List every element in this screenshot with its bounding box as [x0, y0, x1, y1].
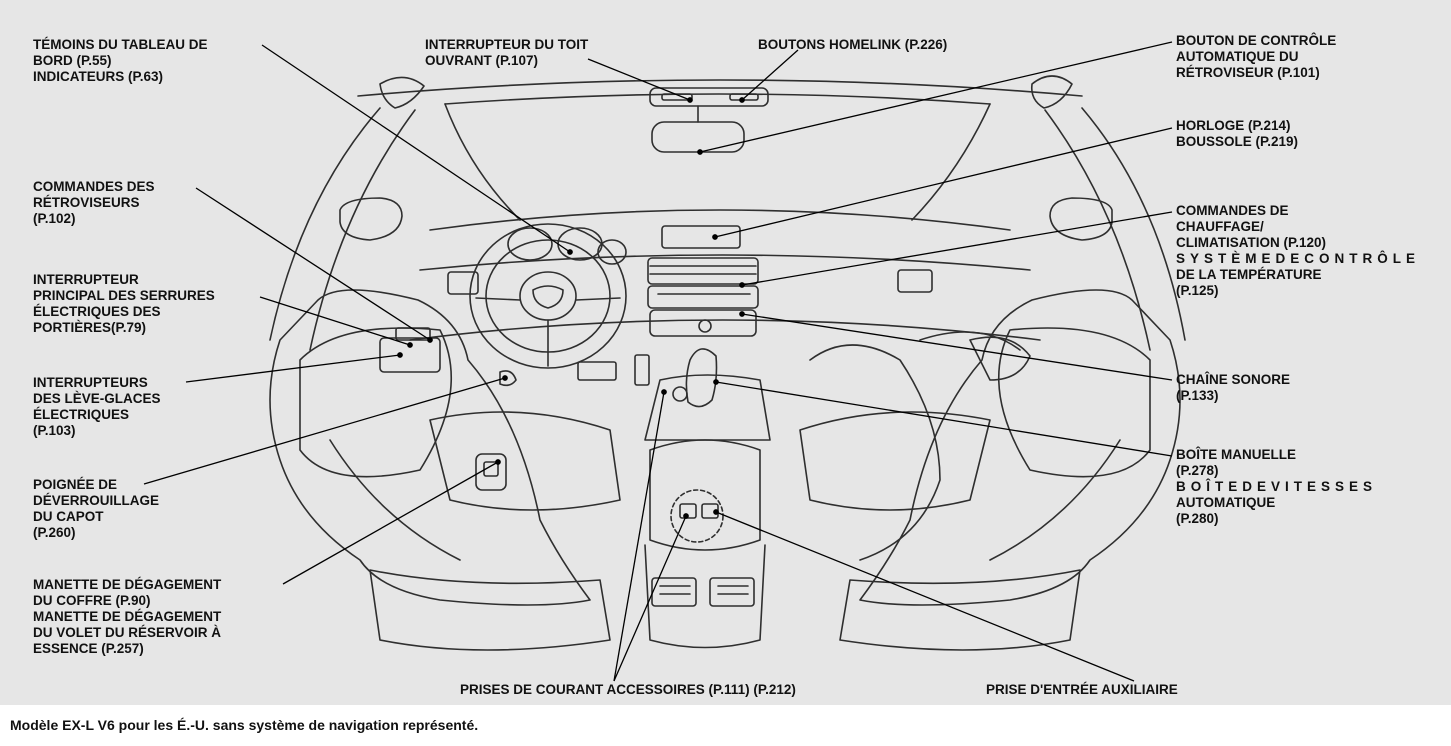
leader-prises-1: [613, 515, 687, 682]
label-prises-courant: PRISES DE COURANT ACCESSOIRES (P.111) (P…: [460, 682, 796, 698]
label-boutons-homelink: BOUTONS HOMELINK (P.226): [758, 37, 947, 53]
label-interrupteur-serrures: INTERRUPTEUR PRINCIPAL DES SERRURES ÉLEC…: [33, 272, 215, 336]
label-line: MANETTE DE DÉGAGEMENT: [33, 609, 222, 624]
label-line: BORD (P.55): [33, 53, 112, 68]
label-line: DE LA TEMPÉRATURE: [1176, 267, 1322, 282]
label-line: BOUTONS HOMELINK (P.226): [758, 37, 948, 52]
leader-coffre: [282, 461, 499, 585]
label-line: CHAÎNE SONORE: [1176, 372, 1291, 387]
label-line: PORTIÈRES(P.79): [33, 320, 147, 335]
leader-toit: [587, 58, 691, 101]
label-line: PRISES DE COURANT ACCESSOIRES (P.111) (P…: [460, 682, 796, 697]
label-line: INTERRUPTEURS: [33, 375, 148, 390]
label-line: TÉMOINS DU TABLEAU DE: [33, 37, 208, 52]
label-line: POIGNÉE DE: [33, 477, 118, 492]
label-line: INDICATEURS (P.63): [33, 69, 164, 84]
label-line: PRISE D'ENTRÉE AUXILIAIRE: [986, 682, 1178, 697]
label-line: INTERRUPTEUR: [33, 272, 139, 287]
label-line: AUTOMATIQUE DU: [1176, 49, 1299, 64]
leader-commandes-retro: [195, 187, 431, 341]
leader-aux: [715, 511, 1135, 682]
label-line: DU VOLET DU RÉSERVOIR À: [33, 625, 222, 640]
label-line: CHAUFFAGE/: [1176, 219, 1264, 234]
label-line: SYSTÈMEDECONTRÔLE: [1176, 251, 1421, 266]
label-line: (P.103): [33, 423, 76, 438]
label-line: ÉLECTRIQUES DES: [33, 304, 161, 319]
label-commandes-chauffage: COMMANDES DE CHAUFFAGE/ CLIMATISATION (P…: [1176, 203, 1420, 299]
leader-chaine: [741, 313, 1173, 381]
label-boite-vitesses: BOÎTE MANUELLE (P.278) BOÎTEDEVITESSES A…: [1176, 447, 1377, 527]
figure-caption: Modèle EX-L V6 pour les É.-U. sans systè…: [10, 717, 479, 733]
label-chaine-sonore: CHAÎNE SONORE (P.133): [1176, 372, 1290, 404]
label-temoins-tableau-de-bord: TÉMOINS DU TABLEAU DE BORD (P.55) INDICA…: [33, 37, 208, 85]
label-line: (P.278): [1176, 463, 1219, 478]
leader-leve-glaces: [185, 354, 401, 383]
label-leve-glaces: INTERRUPTEURS DES LÈVE-GLACES ÉLECTRIQUE…: [33, 375, 161, 439]
leader-capot: [143, 377, 506, 485]
leader-horloge: [714, 127, 1173, 238]
label-line: COMMANDES DES: [33, 179, 155, 194]
label-line: RÉTROVISEURS: [33, 195, 140, 210]
label-line: BOÎTE MANUELLE: [1176, 447, 1296, 462]
label-line: RÉTROVISEUR (P.101): [1176, 65, 1320, 80]
label-line: (P.260): [33, 525, 76, 540]
label-line: HORLOGE (P.214): [1176, 118, 1291, 133]
leader-lines: [143, 41, 1173, 682]
label-line: BOUSSOLE (P.219): [1176, 134, 1299, 149]
leader-prises-2: [613, 391, 665, 682]
label-line: PRINCIPAL DES SERRURES: [33, 288, 215, 303]
label-line: DES LÈVE-GLACES: [33, 391, 161, 406]
label-line: MANETTE DE DÉGAGEMENT: [33, 577, 222, 592]
label-interrupteur-toit-ouvrant: INTERRUPTEUR DU TOIT OUVRANT (P.107): [425, 37, 588, 69]
leader-temoins: [261, 44, 571, 253]
label-line: OUVRANT (P.107): [425, 53, 539, 68]
label-poignee-capot: POIGNÉE DE DÉVERROUILLAGE DU CAPOT (P.26…: [33, 477, 159, 541]
label-line: DÉVERROUILLAGE: [33, 493, 160, 508]
label-line: AUTOMATIQUE: [1176, 495, 1276, 510]
label-line: CLIMATISATION (P.120): [1176, 235, 1327, 250]
label-line: BOUTON DE CONTRÔLE: [1176, 33, 1337, 48]
leader-chauffage: [741, 211, 1173, 286]
label-line: ESSENCE (P.257): [33, 641, 144, 656]
label-line: DU COFFRE (P.90): [33, 593, 151, 608]
label-commandes-retroviseurs: COMMANDES DES RÉTROVISEURS (P.102): [33, 179, 155, 227]
label-line: (P.102): [33, 211, 76, 226]
leader-serrures: [259, 296, 411, 346]
label-line: BOÎTEDEVITESSES: [1176, 479, 1378, 494]
leader-homelink: [741, 49, 799, 101]
leader-retro-auto: [699, 41, 1173, 153]
label-manette-coffre: MANETTE DE DÉGAGEMENT DU COFFRE (P.90) M…: [33, 577, 221, 657]
label-line: COMMANDES DE: [1176, 203, 1289, 218]
label-line: (P.133): [1176, 388, 1219, 403]
label-line: (P.280): [1176, 511, 1219, 526]
label-prise-auxiliaire: PRISE D'ENTRÉE AUXILIAIRE: [986, 682, 1178, 698]
label-horloge-boussole: HORLOGE (P.214) BOUSSOLE (P.219): [1176, 118, 1298, 150]
diagram-panel: [0, 0, 1451, 705]
label-line: (P.125): [1176, 283, 1219, 298]
label-bouton-retroviseur-auto: BOUTON DE CONTRÔLE AUTOMATIQUE DU RÉTROV…: [1176, 33, 1336, 81]
label-line: INTERRUPTEUR DU TOIT: [425, 37, 589, 52]
leader-boite: [715, 381, 1173, 457]
label-line: ÉLECTRIQUES: [33, 407, 130, 422]
label-line: DU CAPOT: [33, 509, 104, 524]
